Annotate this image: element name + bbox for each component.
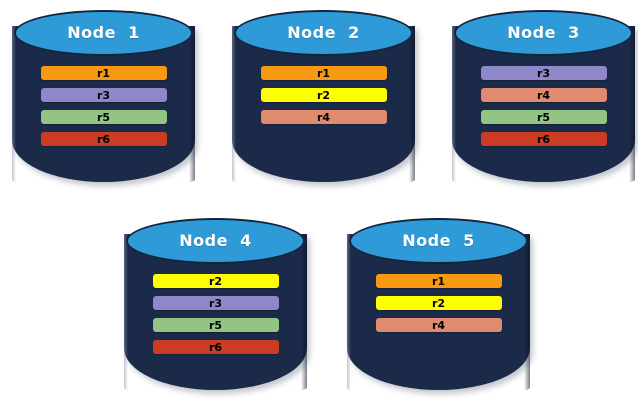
replica-label: r3: [208, 296, 223, 310]
replica-bar[interactable]: r5: [480, 110, 607, 124]
replica-label: r3: [96, 88, 111, 102]
node-label: Node 3: [507, 23, 580, 42]
node-label: Node 5: [402, 231, 475, 250]
replica-label: r2: [208, 274, 223, 288]
cylinder-top-ellipse: Node 3: [454, 10, 633, 56]
replica-label: r6: [536, 132, 551, 146]
replica-label: r6: [208, 340, 223, 354]
replica-list: r1 r2 r4: [347, 274, 530, 332]
replica-bar[interactable]: r5: [152, 318, 279, 332]
cylinder-top-ellipse: Node 4: [126, 218, 305, 264]
replica-bar[interactable]: r3: [480, 66, 607, 80]
replica-bar[interactable]: r4: [480, 88, 607, 102]
replica-label: r5: [536, 110, 551, 124]
replica-label: r2: [316, 88, 331, 102]
replica-label: r5: [208, 318, 223, 332]
replica-label: r3: [536, 66, 551, 80]
replica-bar[interactable]: r6: [40, 132, 167, 146]
replica-label: r4: [431, 318, 446, 332]
replica-bar[interactable]: r2: [375, 296, 502, 310]
cylinder-top-ellipse: Node 2: [234, 10, 413, 56]
replica-bar[interactable]: r2: [260, 88, 387, 102]
replica-bar[interactable]: r1: [375, 274, 502, 288]
database-node-cylinder[interactable]: Node 3 r3 r4 r5 r6: [452, 4, 635, 182]
replica-bar[interactable]: r1: [260, 66, 387, 80]
replica-label: r4: [536, 88, 551, 102]
replica-list: r1 r2 r4: [232, 66, 415, 124]
replica-bar[interactable]: r6: [152, 340, 279, 354]
database-node-cylinder[interactable]: Node 4 r2 r3 r5 r6: [124, 212, 307, 390]
replica-bar[interactable]: r6: [480, 132, 607, 146]
cylinder-top-ellipse: Node 5: [349, 218, 528, 264]
replica-bar[interactable]: r3: [152, 296, 279, 310]
replica-bar[interactable]: r1: [40, 66, 167, 80]
database-node-cylinder[interactable]: Node 5 r1 r2 r4: [347, 212, 530, 390]
replica-label: r4: [316, 110, 331, 124]
replica-list: r2 r3 r5 r6: [124, 274, 307, 354]
cylinder-top-ellipse: Node 1: [14, 10, 193, 56]
node-label: Node 4: [179, 231, 252, 250]
replica-label: r1: [431, 274, 446, 288]
replica-bar[interactable]: r2: [152, 274, 279, 288]
replica-list: r3 r4 r5 r6: [452, 66, 635, 146]
database-node-cylinder[interactable]: Node 1 r1 r3 r5 r6: [12, 4, 195, 182]
node-label: Node 2: [287, 23, 360, 42]
replica-label: r6: [96, 132, 111, 146]
replica-bar[interactable]: r4: [260, 110, 387, 124]
replica-label: r1: [316, 66, 331, 80]
replica-label: r5: [96, 110, 111, 124]
replica-label: r1: [96, 66, 111, 80]
replica-bar[interactable]: r3: [40, 88, 167, 102]
replica-bar[interactable]: r5: [40, 110, 167, 124]
database-node-cylinder[interactable]: Node 2 r1 r2 r4: [232, 4, 415, 182]
replica-bar[interactable]: r4: [375, 318, 502, 332]
replica-list: r1 r3 r5 r6: [12, 66, 195, 146]
replica-label: r2: [431, 296, 446, 310]
node-label: Node 1: [67, 23, 140, 42]
